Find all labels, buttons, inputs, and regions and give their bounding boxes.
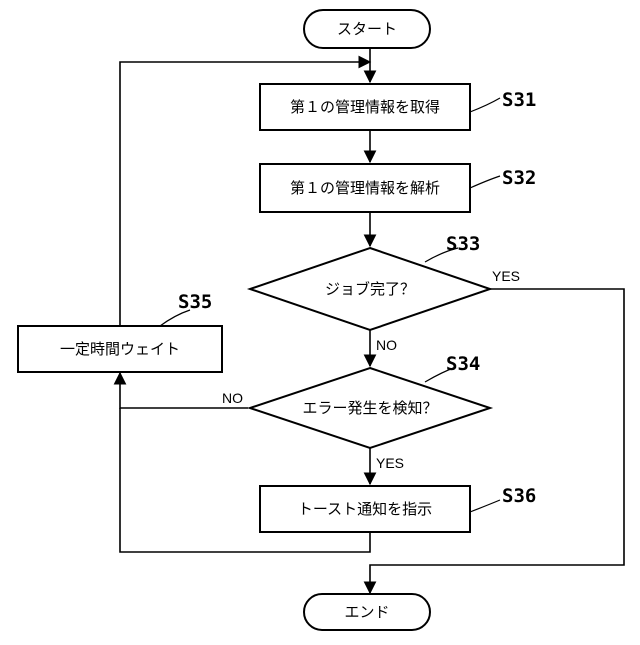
process-s32: 第１の管理情報を解析: [260, 164, 470, 212]
process-s31: 第１の管理情報を取得: [260, 84, 470, 130]
end-terminal: エンド: [304, 594, 430, 630]
start-terminal: スタート: [304, 10, 430, 48]
end-label: エンド: [344, 603, 389, 621]
process-s32-label: 第１の管理情報を解析: [290, 179, 440, 197]
decision-s33-label: ジョブ完了？: [325, 280, 415, 298]
branch-s34-yes: YES: [376, 455, 404, 471]
step-id-s32: S32: [502, 167, 536, 189]
process-s36-label: トースト通知を指示: [298, 500, 432, 518]
decision-s34: エラー発生を検知？: [250, 368, 490, 448]
step-id-s34: S34: [446, 353, 480, 375]
process-s35-label: 一定時間ウェイト: [60, 340, 180, 358]
branch-s33-yes: YES: [492, 268, 520, 284]
leader-s36: [470, 500, 500, 512]
leader-s31: [470, 98, 500, 112]
step-id-s31: S31: [502, 89, 536, 111]
decision-s34-label: エラー発生を検知？: [302, 399, 437, 417]
decision-s33: ジョブ完了？: [250, 248, 490, 330]
step-id-s35: S35: [178, 291, 212, 313]
branch-s33-no: NO: [376, 337, 397, 353]
start-label: スタート: [337, 20, 397, 38]
leader-s32: [470, 176, 500, 188]
process-s36: トースト通知を指示: [260, 486, 470, 532]
branch-s34-no: NO: [222, 390, 243, 406]
step-id-s36: S36: [502, 485, 536, 507]
connector-s33-yes-end: [370, 289, 624, 593]
step-id-s33: S33: [446, 233, 480, 255]
process-s35: 一定時間ウェイト: [18, 326, 222, 372]
process-s31-label: 第１の管理情報を取得: [290, 98, 440, 116]
